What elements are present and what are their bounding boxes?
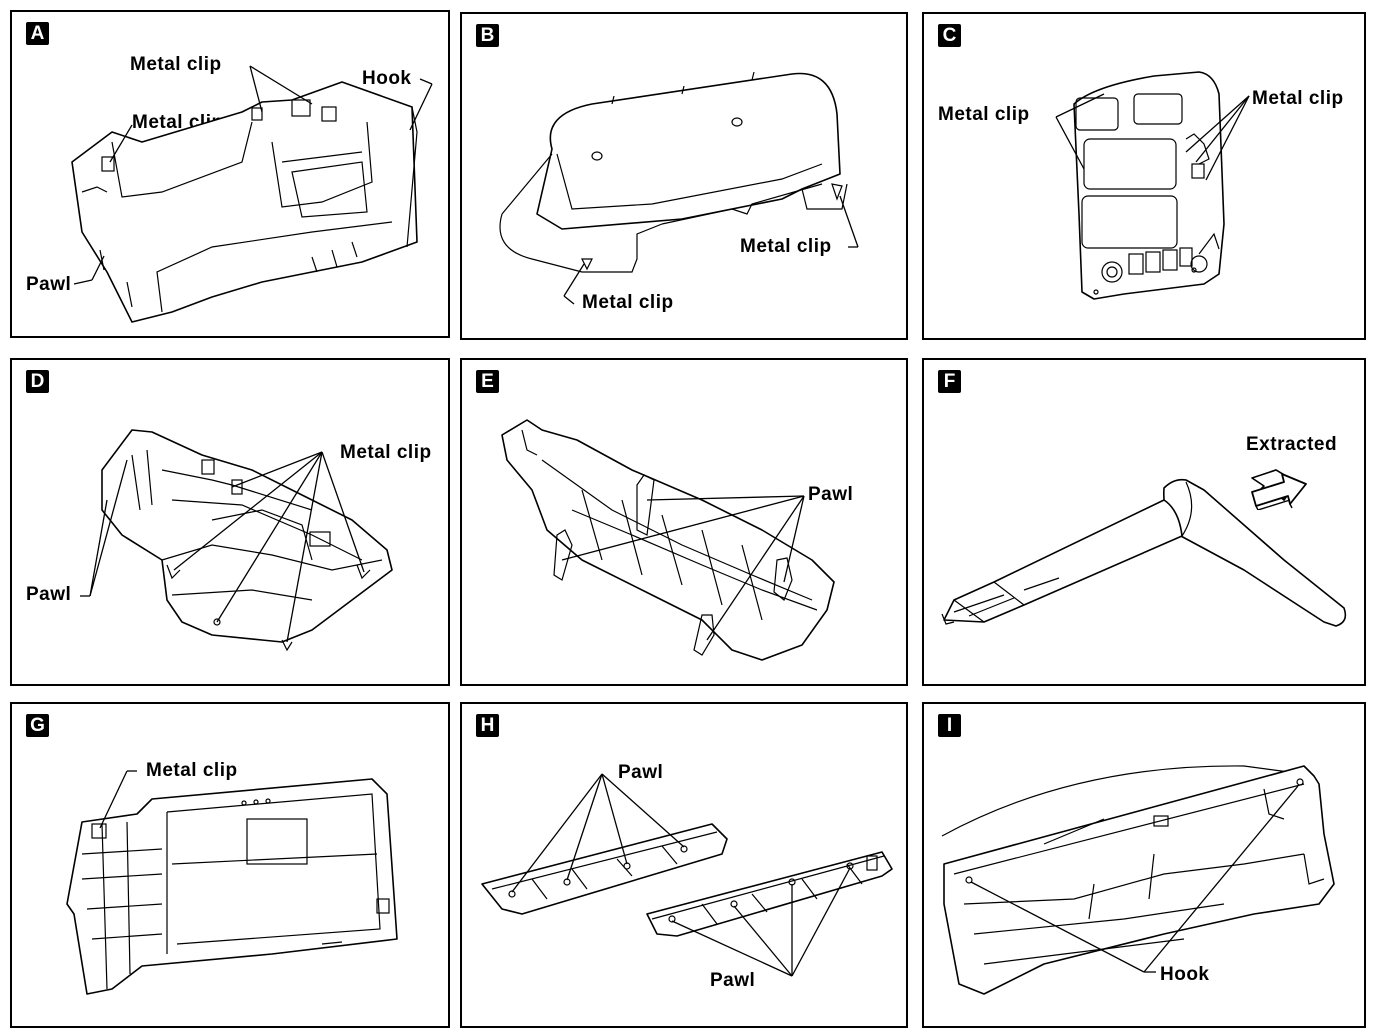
drawing-f-tool (941, 469, 1347, 627)
panel-letter-d: D (26, 370, 49, 393)
drawing-h-trim-strips (481, 773, 893, 977)
extracted-arrow-icon (1251, 473, 1307, 510)
label-metal-clip-left: Metal clip (938, 104, 1030, 125)
label-hook: Hook (362, 68, 412, 89)
panel-letter-b: B (476, 24, 499, 47)
label-pawl-bottom: Pawl (710, 970, 756, 991)
label-metal-clip-right: Metal clip (1252, 88, 1344, 109)
panel-b: B Metal clip Metal clip (460, 12, 908, 340)
panel-letter-g: G (26, 714, 49, 737)
label-pawl: Pawl (808, 484, 854, 505)
panel-h: H Pawl Pawl (460, 702, 908, 1028)
drawing-i-dash-lower (941, 765, 1335, 995)
label-pawl-top: Pawl (618, 762, 664, 783)
label-metal-clip-top: Metal clip (130, 54, 222, 75)
label-metal-clip-bottom: Metal clip (582, 292, 674, 313)
panel-g: G Metal clip (10, 702, 450, 1028)
panel-letter-a: A (26, 22, 49, 45)
panel-a: A Metal clip Metal clip Hook Pawl (10, 10, 450, 338)
panel-letter-h: H (476, 714, 499, 737)
label-metal-clip: Metal clip (340, 442, 432, 463)
label-metal-clip: Metal clip (146, 760, 238, 781)
label-hook: Hook (1160, 964, 1210, 985)
label-pawl: Pawl (26, 274, 72, 295)
panel-letter-i: I (938, 714, 961, 737)
panel-d: D Metal clip Pawl (10, 358, 450, 686)
label-metal-clip-right: Metal clip (740, 236, 832, 257)
label-extracted: Extracted (1246, 434, 1338, 455)
drawing-b-meter-hood (499, 71, 859, 305)
panel-letter-c: C (938, 24, 961, 47)
panel-i: I Hook (922, 702, 1366, 1028)
drawing-e-bracket (501, 419, 835, 661)
panel-c: C Metal clip Metal clip (922, 12, 1366, 340)
drawing-a-console-trim (71, 65, 433, 323)
panel-e: E Pawl (460, 358, 908, 686)
panel-letter-f: F (938, 370, 961, 393)
panel-letter-e: E (476, 370, 499, 393)
drawing-d-lower-panel (80, 429, 393, 652)
panel-f: F Extracted (922, 358, 1366, 686)
label-pawl: Pawl (26, 584, 72, 605)
drawing-c-center-panel (1055, 71, 1250, 300)
drawing-g-glove-box (66, 770, 398, 995)
